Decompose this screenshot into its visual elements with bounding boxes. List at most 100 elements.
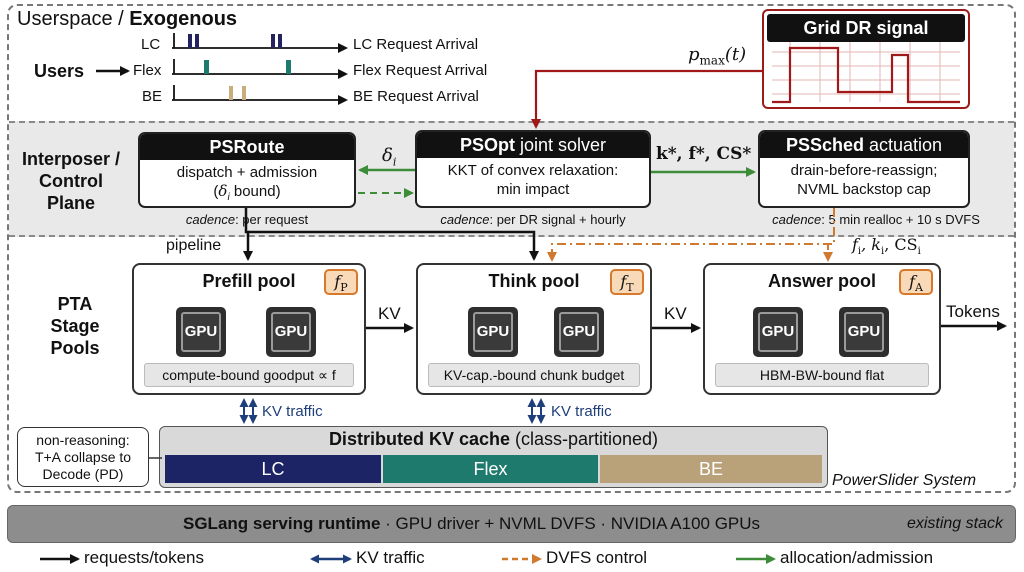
grid-dr-signal-panel: Grid DR signal — [762, 9, 970, 109]
kv-cache-title-bold: Distributed KV cache — [328, 429, 510, 449]
fkcs-sub1: i — [857, 246, 862, 258]
pssched-title-bold: PSSched — [785, 135, 864, 155]
pssched-box[interactable]: PSSched actuation drain-before-reassign;… — [758, 130, 970, 208]
runtime-tag: existing stack — [906, 515, 1003, 532]
non-reasoning-note: non-reasoning: T+A collapse to Decode (P… — [17, 427, 149, 487]
psroute-body: dispatch + admission (δi bound) — [140, 160, 354, 206]
delta-subscript: i — [392, 155, 397, 169]
answer-pool[interactable]: Answer pool fA GPU GPU HBM-BW-bound flat — [703, 263, 941, 395]
pmax-sub: max — [699, 53, 725, 68]
prefill-pool-title: Prefill pool — [202, 271, 296, 291]
control-line2: Control — [39, 171, 103, 191]
fkcs-k: , k — [861, 235, 881, 254]
psopt-line2: min impact — [496, 181, 570, 198]
pta-layer-label: PTA Stage Pools — [30, 293, 120, 359]
legend-dvfs: DVFS control — [546, 548, 647, 568]
pssched-cadence: cadence: 5 min realloc + 10 s DVFS — [740, 212, 1012, 227]
psopt-cadence: cadence: per DR signal + hourly — [405, 212, 661, 227]
psroute-cadence-label: cadence — [185, 212, 236, 227]
control-line3: Plane — [46, 193, 96, 213]
pipeline-label: pipeline — [166, 237, 222, 254]
kv-segment-flex: Flex — [383, 455, 598, 483]
non-reasoning-line3: Decode (PD) — [42, 466, 124, 482]
kv-traffic-label-2: KV traffic — [551, 403, 612, 420]
control-plane-layer-label: Interposer / Control Plane — [12, 148, 130, 214]
control-line1: Interposer / — [21, 149, 121, 169]
psroute-box[interactable]: PSRoute dispatch + admission (δi bound) — [138, 132, 356, 208]
fkcs-cs: , CS — [884, 235, 918, 254]
legend-alloc-label: allocation/admission — [780, 548, 934, 567]
pssched-cadence-label: cadence — [772, 212, 822, 227]
psopt-cadence-text: : per DR signal + hourly — [489, 212, 626, 227]
pta-line2: Stage — [50, 316, 100, 336]
be-row-class: BE — [142, 88, 163, 105]
kv-traffic-arrows-2 — [527, 398, 546, 424]
fkcs-f: f — [852, 235, 858, 254]
gpu-label: GPU — [181, 312, 221, 352]
legend-dvfs-label: DVFS control — [546, 548, 648, 567]
delta-edge-label: δi — [382, 145, 396, 169]
psroute-cadence: cadence: per request — [138, 212, 356, 227]
think-pool[interactable]: Think pool fT GPU GPU KV-cap.-bound chun… — [416, 263, 652, 395]
pmax-label: pmax(t) — [688, 44, 746, 68]
gpu-chip: GPU — [460, 299, 526, 365]
runtime-rest: · GPU driver + NVML DVFS · NVIDIA A100 G… — [380, 514, 761, 533]
prefill-pool-footer: compute-bound goodput ∝ f — [144, 363, 354, 387]
fkcs-edge-label: fi, ki, CSi — [852, 235, 921, 257]
gpu-label: GPU — [473, 312, 513, 352]
kv-edge-label-2: KV — [664, 304, 687, 323]
lc-arrival-label: LC Request Arrival — [353, 36, 479, 53]
think-badge-f: f — [620, 272, 627, 291]
be-arrival-label: BE Request Arrival — [353, 88, 479, 105]
psroute-cadence-text: : per request — [235, 212, 309, 227]
delta-symbol: δ — [382, 145, 393, 166]
gpu-chip: GPU — [745, 299, 811, 365]
prefill-badge-sub: P — [340, 281, 348, 295]
grid-dr-title: Grid DR signal — [767, 14, 965, 42]
prefill-pool[interactable]: Prefill pool fP GPU GPU compute-bound go… — [132, 263, 366, 395]
gpu-label: GPU — [271, 312, 311, 352]
pssched-line2: NVML backstop cap — [797, 181, 931, 198]
answer-badge-f: f — [909, 272, 915, 291]
lc-row-class: LC — [141, 36, 161, 53]
gpu-chip: GPU — [546, 299, 612, 365]
pmax-arrow — [531, 69, 762, 129]
psopt-line1: KKT of convex relaxation: — [447, 162, 619, 179]
fkcs-sub3: i — [917, 246, 921, 258]
kfcs-edge-label: k*, f*, CS* — [656, 144, 752, 164]
psroute-line2-pre: ( — [213, 183, 219, 200]
runtime-bold: SGLang serving runtime — [183, 514, 381, 533]
pipeline-arrow-prefill — [243, 208, 253, 261]
think-freq-badge: fT — [610, 269, 644, 295]
pssched-title-rest: actuation — [863, 135, 943, 155]
pssched-body: drain-before-reassign; NVML backstop cap — [760, 158, 968, 199]
legend-kv: KV traffic — [356, 548, 425, 568]
psopt-box[interactable]: PSOpt joint solver KKT of convex relaxat… — [415, 130, 651, 208]
kv-cache-title: Distributed KV cache (class-partitioned) — [160, 427, 827, 451]
psroute-line1: dispatch + admission — [176, 164, 318, 181]
legend-requests: requests/tokens — [84, 548, 204, 568]
userspace-layer-label: Userspace / Exogenous — [17, 8, 237, 31]
answer-pool-footer: HBM-BW-bound flat — [715, 363, 929, 387]
kv-segment-be: BE — [600, 455, 822, 483]
psroute-delta: δ — [218, 182, 228, 200]
kv-segment-lc: LC — [165, 455, 381, 483]
legend-requests-label: requests/tokens — [84, 548, 205, 567]
psroute-line2: (δi bound) — [140, 182, 354, 206]
kv-cache-title-rest: (class-partitioned) — [509, 429, 659, 449]
powerslider-system-boundary — [7, 4, 1016, 493]
think-pool-title: Think pool — [488, 271, 580, 291]
pssched-line1: drain-before-reassign; — [790, 162, 938, 179]
prefill-freq-badge: fP — [324, 269, 358, 295]
userspace-bold: Exogenous — [129, 8, 238, 30]
psroute-title: PSRoute — [140, 134, 354, 160]
flex-arrival-label: Flex Request Arrival — [353, 62, 488, 79]
grid-dr-plot — [772, 42, 960, 104]
answer-freq-badge: fA — [899, 269, 933, 295]
psroute-delta-sub: i — [227, 192, 230, 203]
non-reasoning-line1: non-reasoning: — [36, 432, 130, 448]
legend-alloc: allocation/admission — [780, 548, 933, 568]
pssched-cadence-text: : 5 min realloc + 10 s DVFS — [821, 212, 980, 227]
psopt-body: KKT of convex relaxation: min impact — [417, 158, 649, 199]
